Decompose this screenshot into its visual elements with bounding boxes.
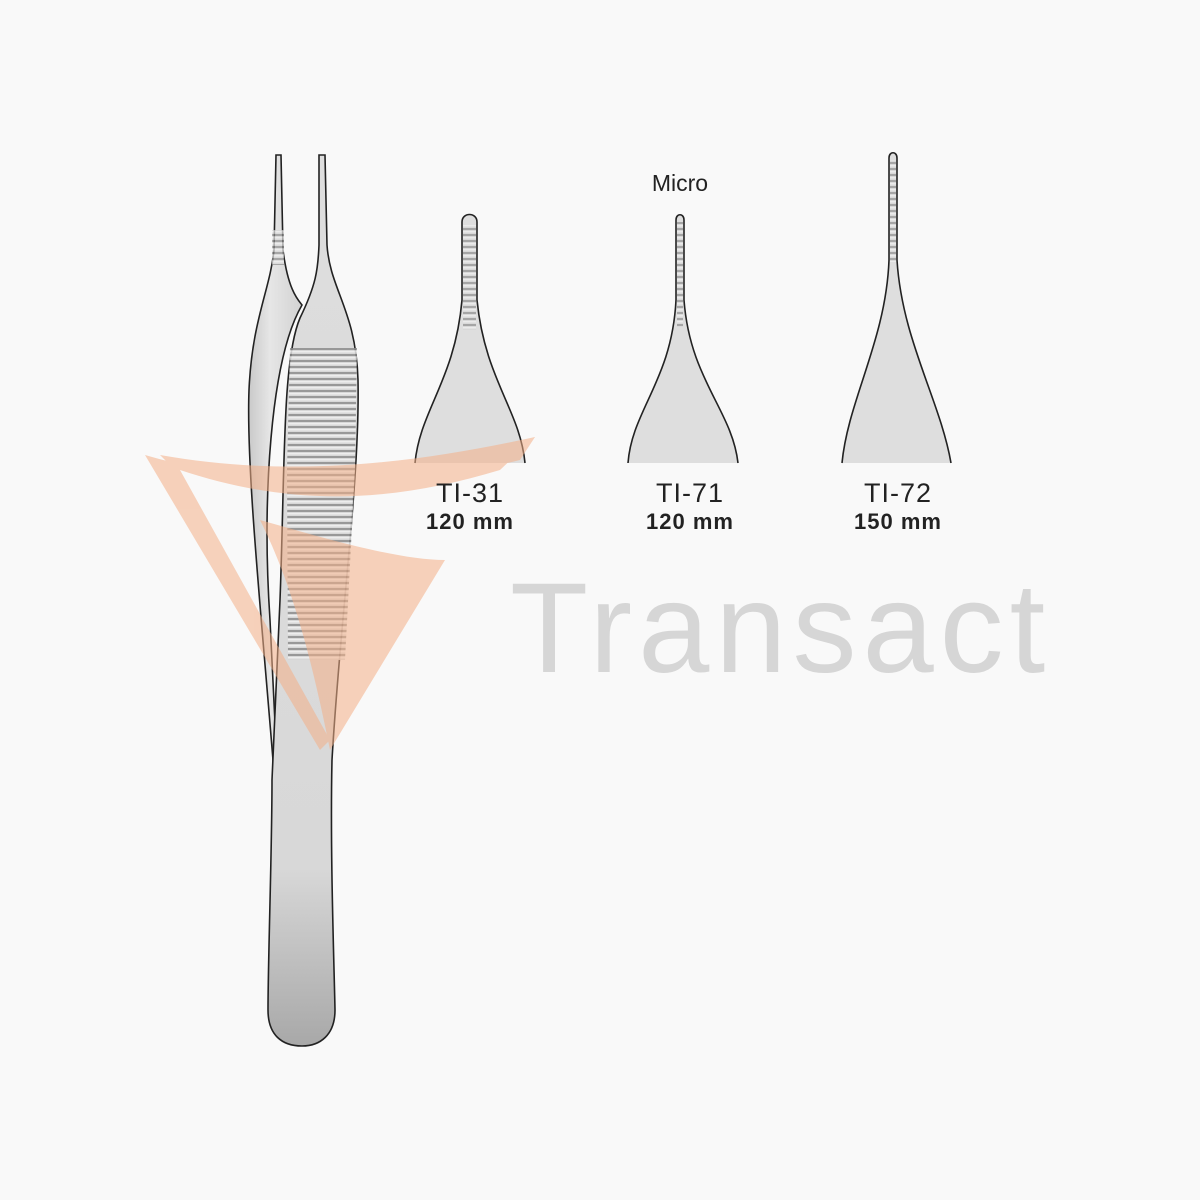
tip-profile-ti-72	[841, 151, 952, 464]
variant-label-ti-72: TI-72 150 mm	[798, 478, 998, 534]
variant-code: TI-31	[435, 478, 505, 508]
tip-profile-ti-31	[414, 213, 526, 464]
micro-annotation: Micro	[651, 170, 709, 196]
variant-length: 120 mm	[646, 509, 734, 534]
variant-length: 150 mm	[854, 509, 942, 534]
watermark-text: Transact	[510, 557, 1051, 700]
variant-label-ti-71: TI-71 120 mm	[590, 478, 790, 534]
variant-code: TI-71	[655, 478, 725, 508]
transact-watermark-logo	[145, 437, 535, 750]
variant-label-ti-31: TI-31 120 mm	[370, 478, 570, 534]
variant-code: TI-72	[863, 478, 933, 508]
tip-profile-ti-71	[627, 213, 739, 464]
variant-length: 120 mm	[426, 509, 514, 534]
